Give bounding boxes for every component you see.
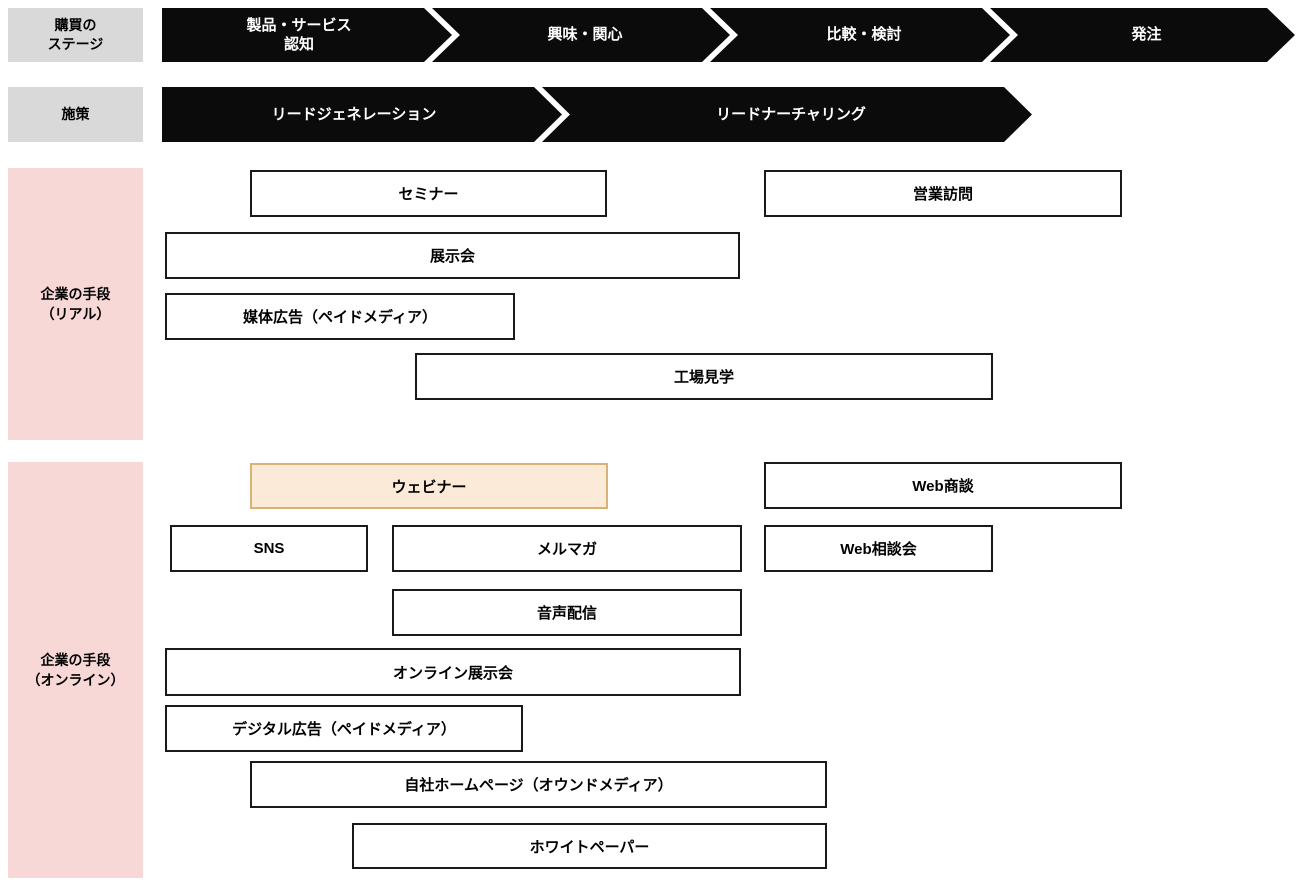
method-box-audio-streaming: 音声配信	[392, 589, 742, 636]
method-box-digital-ads: デジタル広告（ペイドメディア）	[165, 705, 523, 752]
method-box-media-ads: 媒体広告（ペイドメディア）	[165, 293, 515, 340]
method-box-web-consultation: Web相談会	[764, 525, 993, 572]
row-label-measures: 施策	[8, 87, 143, 142]
method-box-online-exhibition: オンライン展示会	[165, 648, 741, 696]
method-box-seminar: セミナー	[250, 170, 607, 217]
method-box-sns: SNS	[170, 525, 368, 572]
stage-arrow-interest: 興味・関心	[432, 8, 730, 62]
stage-arrow-awareness: 製品・サービス 認知	[162, 8, 452, 62]
section-label-online: 企業の手段 （オンライン）	[8, 462, 143, 878]
method-box-webinar: ウェビナー	[250, 463, 608, 509]
method-box-own-website: 自社ホームページ（オウンドメディア）	[250, 761, 827, 808]
method-box-mail-magazine: メルマガ	[392, 525, 742, 572]
section-label-real: 企業の手段 （リアル）	[8, 168, 143, 440]
method-box-sales-visit: 営業訪問	[764, 170, 1122, 217]
method-box-whitepaper: ホワイトペーパー	[352, 823, 827, 869]
method-box-exhibition: 展示会	[165, 232, 740, 279]
stage-arrow-comparison: 比較・検討	[710, 8, 1010, 62]
row-label-purchase-stage: 購買の ステージ	[8, 8, 143, 62]
method-box-factory-tour: 工場見学	[415, 353, 993, 400]
measure-arrow-lead-generation: リードジェネレーション	[162, 87, 562, 142]
method-box-web-meeting: Web商談	[764, 462, 1122, 509]
stage-arrow-order: 発注	[990, 8, 1295, 62]
measure-arrow-lead-nurturing: リードナーチャリング	[542, 87, 1032, 142]
